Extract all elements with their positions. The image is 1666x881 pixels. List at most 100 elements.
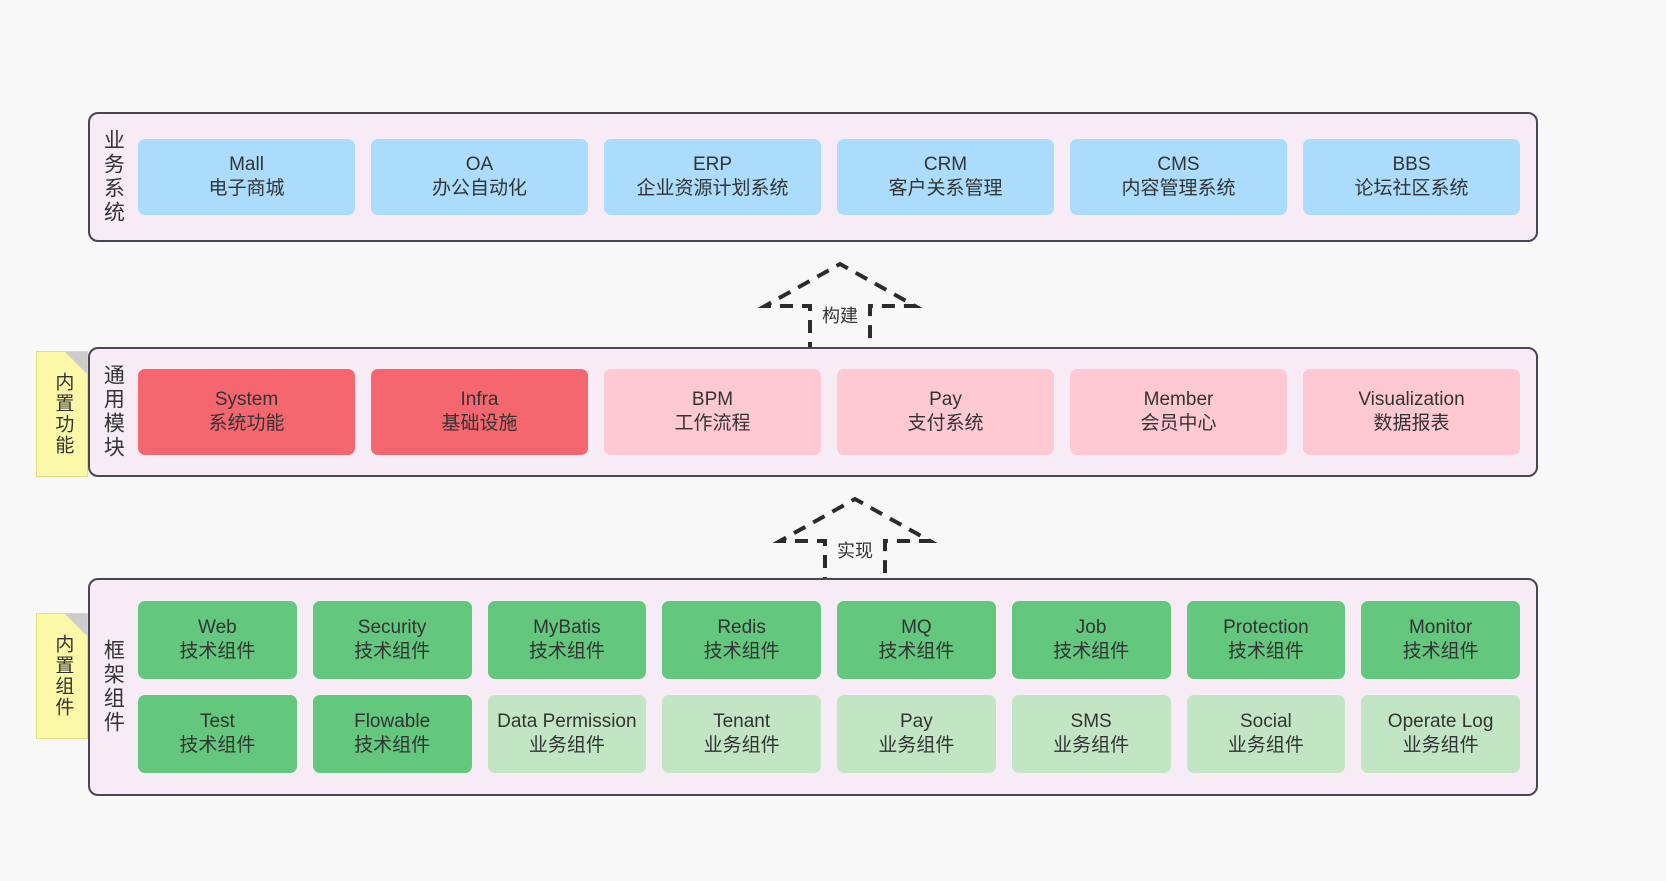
card-web-name: Web — [198, 617, 237, 639]
card-pay-component[interactable]: Pay 业务组件 — [837, 695, 996, 773]
card-mq-desc: 技术组件 — [878, 641, 955, 662]
card-oa-desc: 办公自动化 — [431, 178, 527, 199]
card-system-name: System — [214, 389, 279, 411]
card-visualization-desc: 数据报表 — [1373, 413, 1450, 434]
card-system[interactable]: System 系统功能 — [138, 369, 355, 455]
card-oa-name: OA — [465, 154, 494, 176]
card-visualization-name: Visualization — [1358, 389, 1465, 411]
card-erp[interactable]: ERP 企业资源计划系统 — [604, 139, 821, 215]
card-bbs-name: BBS — [1392, 154, 1431, 176]
card-protection-desc: 技术组件 — [1227, 641, 1304, 662]
card-member[interactable]: Member 会员中心 — [1070, 369, 1287, 455]
sticky-note-builtin-components: 内置组件 — [36, 613, 88, 739]
card-social[interactable]: Social 业务组件 — [1186, 695, 1346, 773]
card-bbs[interactable]: BBS 论坛社区系统 — [1303, 139, 1520, 215]
card-pay-component-name: Pay — [900, 711, 933, 733]
card-cms-name: CMS — [1157, 154, 1200, 176]
card-redis[interactable]: Redis 技术组件 — [662, 601, 821, 679]
card-mall-desc: 电子商城 — [208, 178, 285, 199]
card-operate-log[interactable]: Operate Log 业务组件 — [1361, 695, 1520, 773]
card-monitor[interactable]: Monitor 技术组件 — [1361, 601, 1520, 679]
card-cms-desc: 内容管理系统 — [1121, 178, 1236, 199]
card-sms-desc: 业务组件 — [1053, 735, 1130, 756]
card-operate-log-desc: 业务组件 — [1402, 735, 1479, 756]
layer-common-modules-row: System 系统功能 Infra 基础设施 BPM 工作流程 Pay 支付系统… — [138, 369, 1520, 455]
card-infra-desc: 基础设施 — [441, 413, 518, 434]
card-security-desc: 技术组件 — [354, 641, 431, 662]
card-sms-name: SMS — [1070, 711, 1112, 733]
card-data-permission[interactable]: Data Permission 业务组件 — [487, 695, 647, 773]
card-test-desc: 技术组件 — [179, 735, 256, 756]
card-social-desc: 业务组件 — [1227, 735, 1304, 756]
card-monitor-desc: 技术组件 — [1402, 641, 1479, 662]
card-cms[interactable]: CMS 内容管理系统 — [1070, 139, 1287, 215]
card-pay-module-name: Pay — [929, 389, 962, 411]
card-infra-name: Infra — [460, 389, 499, 411]
card-mybatis-desc: 技术组件 — [528, 641, 605, 662]
sticky-fold-icon — [65, 614, 87, 636]
layer-business-body: Mall 电子商城 OA 办公自动化 ERP 企业资源计划系统 CRM 客户关系… — [134, 114, 1536, 240]
layer-common-modules: 通用模块 System 系统功能 Infra 基础设施 BPM 工作流程 Pay… — [88, 347, 1538, 477]
layer-framework-components-body: Web 技术组件 Security 技术组件 MyBatis 技术组件 Redi… — [134, 580, 1536, 794]
card-oa[interactable]: OA 办公自动化 — [371, 139, 588, 215]
card-job-name: Job — [1075, 617, 1107, 639]
card-web[interactable]: Web 技术组件 — [138, 601, 297, 679]
card-erp-name: ERP — [692, 154, 733, 176]
card-system-desc: 系统功能 — [208, 413, 285, 434]
layer-framework-components-title: 框架组件 — [101, 639, 125, 735]
card-mybatis[interactable]: MyBatis 技术组件 — [487, 601, 647, 679]
card-bpm-name: BPM — [691, 389, 734, 411]
card-pay-module[interactable]: Pay 支付系统 — [837, 369, 1054, 455]
card-protection[interactable]: Protection 技术组件 — [1186, 601, 1346, 679]
card-test-name: Test — [199, 711, 235, 733]
card-job[interactable]: Job 技术组件 — [1011, 601, 1171, 679]
card-tenant-name: Tenant — [713, 711, 771, 733]
card-bpm-desc: 工作流程 — [674, 413, 751, 434]
card-mall-name: Mall — [229, 154, 264, 176]
sticky-fold-icon — [65, 352, 87, 374]
card-test[interactable]: Test 技术组件 — [138, 695, 297, 773]
card-web-desc: 技术组件 — [179, 641, 256, 662]
card-redis-name: Redis — [717, 617, 766, 639]
card-erp-desc: 企业资源计划系统 — [636, 178, 789, 199]
card-bpm[interactable]: BPM 工作流程 — [604, 369, 821, 455]
card-protection-name: Protection — [1223, 617, 1309, 639]
card-infra[interactable]: Infra 基础设施 — [371, 369, 588, 455]
card-operate-log-name: Operate Log — [1387, 711, 1494, 733]
card-member-name: Member — [1143, 389, 1214, 411]
card-data-permission-name: Data Permission — [497, 711, 637, 733]
card-flowable-desc: 技术组件 — [354, 735, 431, 756]
card-crm[interactable]: CRM 客户关系管理 — [837, 139, 1054, 215]
layer-common-modules-body: System 系统功能 Infra 基础设施 BPM 工作流程 Pay 支付系统… — [134, 349, 1536, 475]
layer-business-title: 业务系统 — [101, 129, 125, 225]
layer-framework-row-business: Test 技术组件 Flowable 技术组件 Data Permission … — [138, 695, 1520, 773]
card-mq[interactable]: MQ 技术组件 — [837, 601, 996, 679]
card-tenant-desc: 业务组件 — [703, 735, 780, 756]
sticky-note-builtin-features: 内置功能 — [36, 351, 88, 477]
card-mq-name: MQ — [901, 617, 932, 639]
card-security[interactable]: Security 技术组件 — [312, 601, 472, 679]
card-tenant[interactable]: Tenant 业务组件 — [662, 695, 821, 773]
sticky-note-builtin-features-label: 内置功能 — [52, 372, 74, 456]
layer-common-modules-title: 通用模块 — [101, 364, 125, 460]
layer-business-row: Mall 电子商城 OA 办公自动化 ERP 企业资源计划系统 CRM 客户关系… — [138, 139, 1520, 215]
card-sms[interactable]: SMS 业务组件 — [1011, 695, 1171, 773]
card-flowable-name: Flowable — [354, 711, 431, 733]
card-monitor-name: Monitor — [1408, 617, 1473, 639]
card-social-name: Social — [1240, 711, 1292, 733]
card-mall[interactable]: Mall 电子商城 — [138, 139, 355, 215]
card-bbs-desc: 论坛社区系统 — [1354, 178, 1469, 199]
connector-implement-arrow — [772, 496, 938, 590]
card-visualization[interactable]: Visualization 数据报表 — [1303, 369, 1520, 455]
card-flowable[interactable]: Flowable 技术组件 — [312, 695, 472, 773]
card-security-name: Security — [357, 617, 427, 639]
card-pay-component-desc: 业务组件 — [878, 735, 955, 756]
sticky-note-builtin-components-label: 内置组件 — [52, 634, 74, 718]
card-redis-desc: 技术组件 — [703, 641, 780, 662]
layer-business-systems: 业务系统 Mall 电子商城 OA 办公自动化 ERP 企业资源计划系统 CRM… — [88, 112, 1538, 242]
card-job-desc: 技术组件 — [1053, 641, 1130, 662]
card-member-desc: 会员中心 — [1140, 413, 1217, 434]
connector-build-arrow — [757, 261, 923, 355]
card-crm-desc: 客户关系管理 — [888, 178, 1003, 199]
